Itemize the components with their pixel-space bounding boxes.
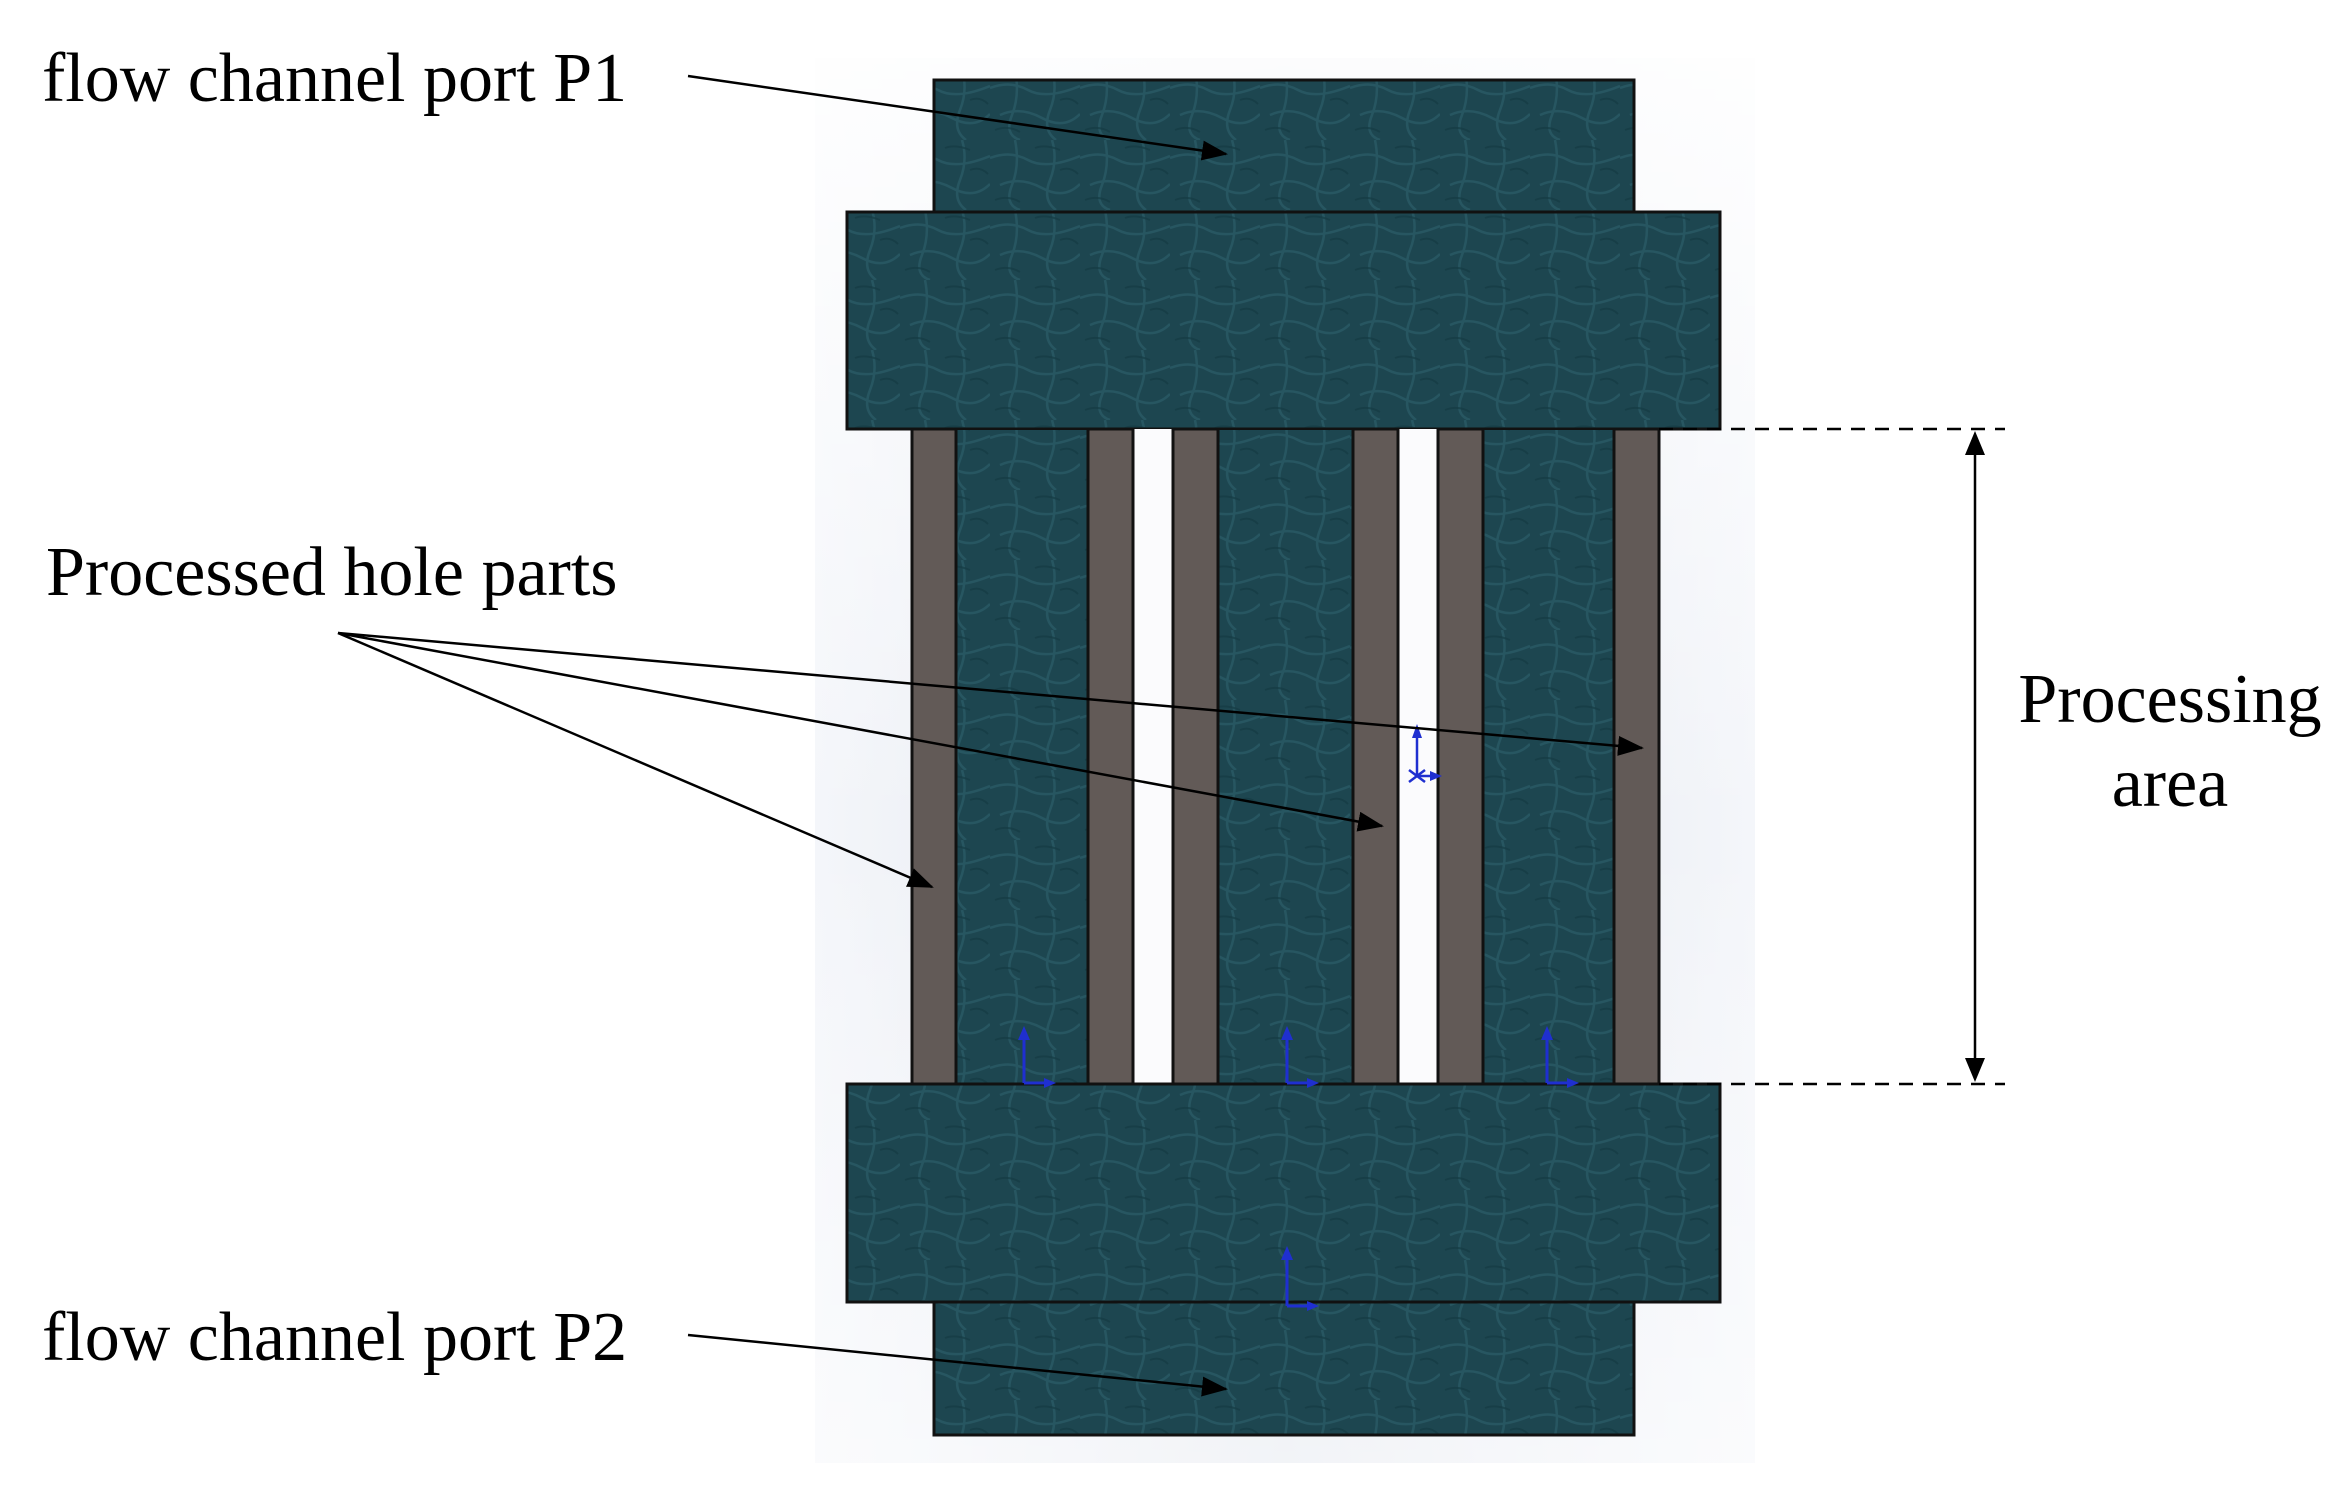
- coordinate-axis-icon: [1281, 1026, 1319, 1088]
- hole-bar: [1612, 427, 1661, 1086]
- hole-bar: [910, 427, 958, 1086]
- coordinate-axis-icon: [1018, 1026, 1056, 1088]
- leader-arrow-p1: [687, 74, 1228, 161]
- label-port-p2: flow channel port P2: [42, 1299, 628, 1376]
- channel-bodies: [955, 428, 1615, 1085]
- leader-arrows-holes: [337, 631, 1644, 889]
- hole-bar: [1436, 427, 1485, 1086]
- label-processing-area: Processing area: [2005, 658, 2335, 826]
- port-p1-block: [932, 78, 1636, 214]
- coordinate-axis-icon: [1541, 1026, 1579, 1088]
- hole-bar: [1171, 427, 1220, 1086]
- coordinate-axis-icon: [1281, 1246, 1319, 1311]
- leader-arrow-p2: [687, 1333, 1228, 1397]
- label-port-p1: flow channel port P1: [42, 40, 628, 117]
- port-p2-block: [932, 1300, 1636, 1437]
- coordinate-axis-icon: [1408, 724, 1442, 783]
- label-processing-area-line2: area: [2111, 745, 2229, 822]
- processing-area-dimension: [1659, 427, 2005, 1086]
- hole-bar: [1086, 427, 1135, 1086]
- channel-gaps: [1133, 429, 1438, 1084]
- label-processed-hole-parts: Processed hole parts: [46, 534, 618, 611]
- label-processing-area-line1: Processing: [2018, 661, 2322, 738]
- hole-bar: [1351, 427, 1400, 1086]
- upper-manifold: [845, 210, 1722, 431]
- lower-manifold: [845, 1082, 1722, 1304]
- processed-hole-parts: [910, 427, 1661, 1086]
